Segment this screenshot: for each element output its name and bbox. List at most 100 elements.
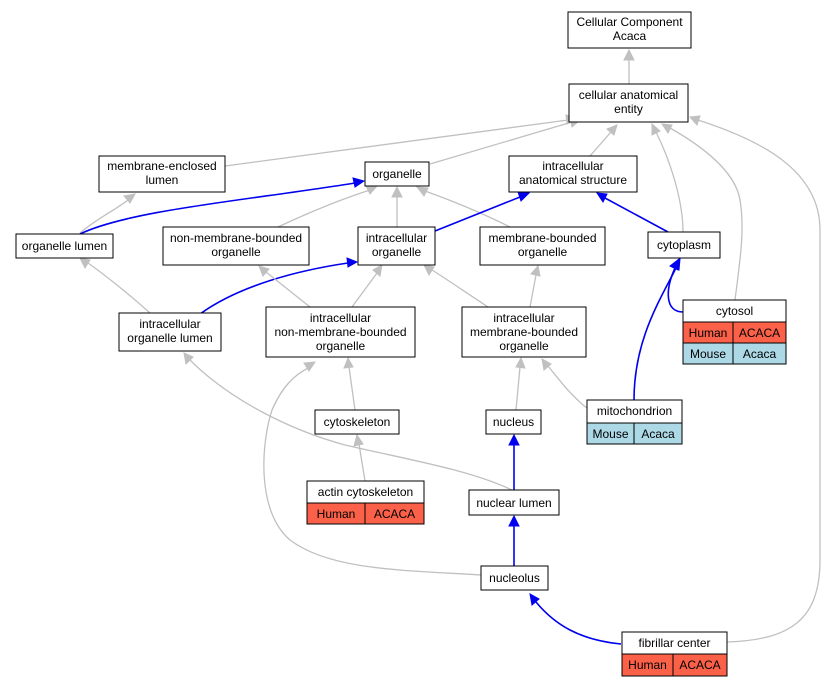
edge-nl-to-iol <box>189 359 513 491</box>
edge-fibrillar-to-nucleolus <box>535 601 622 645</box>
edge-iol-to-ol <box>87 262 151 314</box>
arrowhead <box>352 177 366 188</box>
edge-iol-to-io <box>199 262 349 315</box>
arrowhead <box>515 356 526 369</box>
node-nucleolus[interactable]: nucleolus <box>480 565 549 591</box>
node-label-line: organelle <box>372 167 422 181</box>
gene-label: Acaca <box>641 427 675 441</box>
node-cytosol[interactable]: cytosol Human ACACA Mouse Acaca <box>682 299 787 365</box>
arrowhead <box>423 264 435 277</box>
node-label-line: cytoplasm <box>657 238 711 252</box>
species-label: Mouse <box>690 347 726 361</box>
edge-ias-to-cae <box>589 131 612 157</box>
node-label-line: membrane-bounded <box>470 325 578 339</box>
node-label-line: nucleolus <box>489 571 540 585</box>
node-organelle-lumen[interactable]: organelle lumen <box>15 233 114 259</box>
node-organelle[interactable]: organelle <box>364 161 430 187</box>
arrowhead <box>688 115 701 126</box>
edge-inmbo-to-io <box>351 272 378 308</box>
node-intracellular-non-membrane-bounded-organelle[interactable]: intracellular non-membrane-bounded organ… <box>265 306 416 358</box>
node-label-line: anatomical structure <box>519 173 627 187</box>
gene-cell-mouse <box>633 422 683 445</box>
node-label-line: cytosol <box>716 304 753 318</box>
node-label-line: actin cytoskeleton <box>318 485 413 499</box>
gene-label: ACACA <box>739 326 780 340</box>
node-intracellular-organelle[interactable]: intracellular organelle <box>357 226 436 266</box>
species-label: Human <box>628 658 667 672</box>
node-label-line: nucleus <box>493 415 534 429</box>
arrowhead <box>365 185 379 195</box>
node-label-line: Acaca <box>613 29 647 43</box>
node-cytoskeleton[interactable]: cytoskeleton <box>314 409 400 435</box>
arrowhead <box>123 193 136 204</box>
node-membrane-bounded-organelle[interactable]: membrane-bounded organelle <box>479 226 606 266</box>
edge-actin-to-cytoskeleton <box>358 443 366 482</box>
node-nuclear-lumen[interactable]: nuclear lumen <box>468 489 560 516</box>
node-label-line: organelle <box>211 245 261 259</box>
node-label-line: organelle <box>518 245 568 259</box>
node-label-line: intracellular <box>310 311 371 325</box>
edge-nucleus-to-imbo <box>515 366 521 411</box>
arrowhead <box>343 356 354 369</box>
node-fibrillar-center[interactable]: fibrillar center Human ACACA <box>621 631 728 677</box>
node-label-line: non-membrane-bounded <box>274 325 406 339</box>
arrowhead <box>651 122 661 136</box>
node-label-line: cellular anatomical <box>579 88 678 102</box>
gene-cell-mouse <box>732 342 787 365</box>
edge-mito-to-imbo <box>547 365 589 410</box>
arrowhead <box>595 192 608 203</box>
edge-ol-to-organelle <box>79 182 356 235</box>
node-label-line: membrane-bounded <box>488 231 596 245</box>
node-label-line: intracellular <box>366 231 427 245</box>
species-label: Human <box>689 326 728 340</box>
node-label-line: intracellular <box>493 311 554 325</box>
arrowhead <box>391 185 403 198</box>
edge-fibrillar-to-cae <box>697 119 821 643</box>
edge-mbo-to-organelle <box>424 190 511 228</box>
arrowhead <box>623 48 635 61</box>
gene-cell-human <box>672 653 728 677</box>
edge-cytoskeleton-to-inmbo <box>348 366 356 411</box>
node-nucleus[interactable]: nucleus <box>485 409 542 435</box>
node-non-membrane-bounded-organelle[interactable]: non-membrane-bounded organelle <box>162 226 310 266</box>
edges <box>79 48 821 645</box>
node-cellular-anatomical-entity[interactable]: cellular anatomical entity <box>568 83 689 123</box>
node-label-line: intracellular <box>139 317 200 331</box>
arrowhead <box>353 433 364 447</box>
edge-cytoplasm-to-cae <box>655 131 684 233</box>
node-mitochondrion[interactable]: mitochondrion Mouse Acaca <box>586 399 683 445</box>
node-actin-cytoskeleton[interactable]: actin cytoskeleton Human ACACA <box>306 480 425 525</box>
gene-label: ACACA <box>374 507 415 521</box>
node-membrane-enclosed-lumen[interactable]: membrane-enclosed lumen <box>98 155 226 193</box>
node-label-line: mitochondrion <box>597 404 672 418</box>
edge-imbo-to-io <box>431 269 489 308</box>
node-label-line: intracellular <box>542 159 603 173</box>
arrowhead <box>79 257 91 270</box>
species-label: Human <box>317 507 356 521</box>
edge-cytosol-to-cae <box>669 127 743 301</box>
node-intracellular-anatomical-structure[interactable]: intracellular anatomical structure <box>508 155 638 193</box>
gene-label: Acaca <box>743 347 777 361</box>
arrowhead <box>258 265 270 277</box>
node-cytoplasm[interactable]: cytoplasm <box>647 231 721 259</box>
arrowhead <box>529 593 540 606</box>
node-label-line: organelle <box>316 339 366 353</box>
species-label: Mouse <box>592 427 628 441</box>
arrowhead <box>183 352 194 366</box>
node-label-line: entity <box>614 102 643 116</box>
node-cellular-component[interactable]: Cellular Component Acaca <box>567 11 692 49</box>
node-intracellular-organelle-lumen[interactable]: intracellular organelle lumen <box>118 312 222 352</box>
arrowhead <box>346 257 359 268</box>
node-label-line: membrane-enclosed <box>107 159 216 173</box>
node-label-line: organelle <box>372 245 422 259</box>
gene-label: ACACA <box>679 658 720 672</box>
node-label-line: Cellular Component <box>576 15 683 29</box>
arrowhead <box>541 358 552 371</box>
arrowhead <box>517 191 531 202</box>
arrowhead <box>303 361 316 372</box>
arrowhead <box>372 264 383 277</box>
node-intracellular-membrane-bounded-organelle[interactable]: intracellular membrane-bounded organelle <box>461 306 587 358</box>
node-label-line: lumen <box>146 173 179 187</box>
